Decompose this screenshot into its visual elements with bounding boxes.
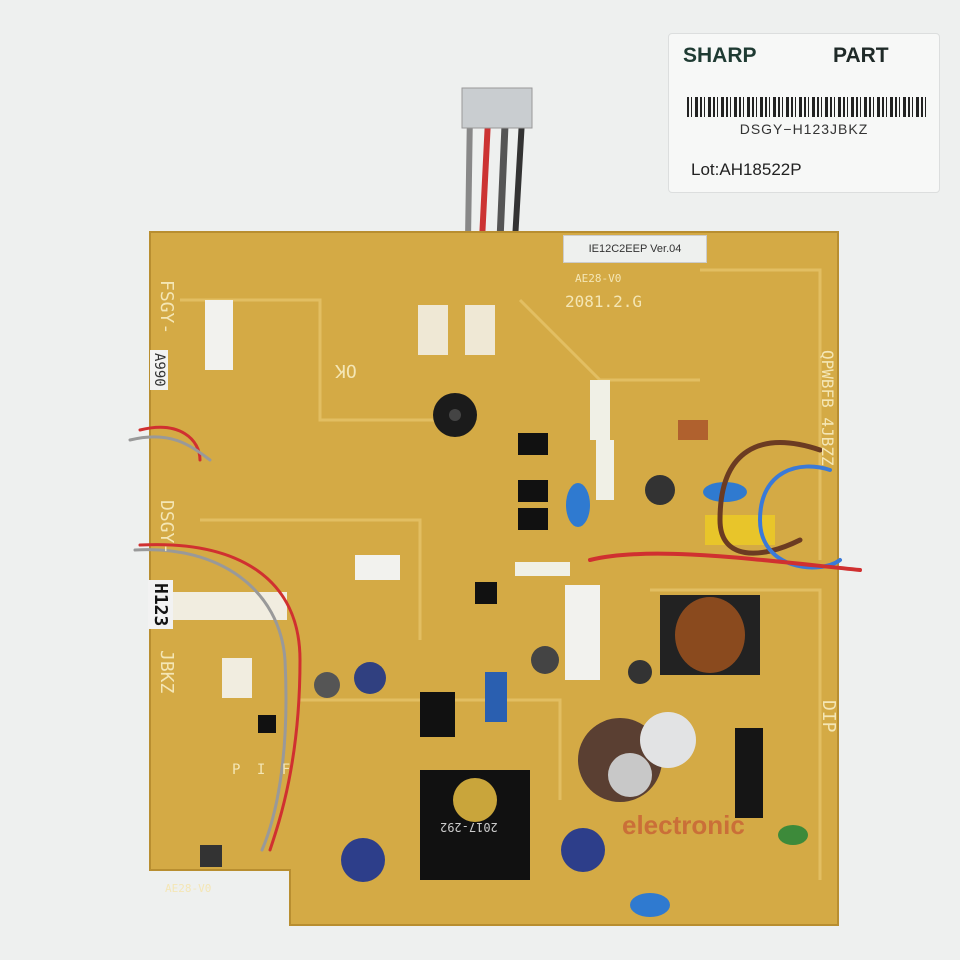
wire-harness — [461, 87, 533, 244]
silkscreen-code-bottom: AE28-V0 — [165, 882, 212, 895]
silkscreen-qpwbfb: QPWBFB 4JBZZ — [818, 350, 837, 466]
components — [172, 300, 808, 917]
silkscreen-pif: P I F — [232, 762, 295, 778]
silkscreen-code: AE28-V0 — [575, 272, 622, 285]
part-number: DSGY−H123JBKZ — [739, 121, 869, 137]
silkscreen-dip: DIP — [818, 700, 839, 733]
silkscreen-fsgy: FSGY- — [156, 280, 177, 335]
silkscreen-ok: OK — [335, 360, 357, 381]
part-text: PART — [833, 44, 889, 67]
silkscreen-jbkz: JBKZ — [156, 650, 177, 694]
lot-number: Lot:AH18522P — [691, 160, 802, 179]
silkscreen-date: 2081.2.G — [565, 292, 643, 311]
watermark-logo: electronic — [622, 810, 745, 840]
part-label-sticker: SHARP PART DSGY−H123JBKZ Lot:AH18522P — [668, 33, 940, 193]
transformer-marking: 2017-292 — [440, 820, 498, 834]
silkscreen-dsgy: DSGY- — [156, 500, 177, 555]
brand-text: SHARP — [683, 44, 757, 67]
sticker-h123: H123 — [148, 580, 173, 630]
barcode-icon — [687, 97, 927, 117]
version-sticker: IE12C2EEP Ver.04 — [563, 235, 707, 263]
sticker-a990: A990 — [150, 350, 168, 390]
cables — [128, 425, 862, 852]
